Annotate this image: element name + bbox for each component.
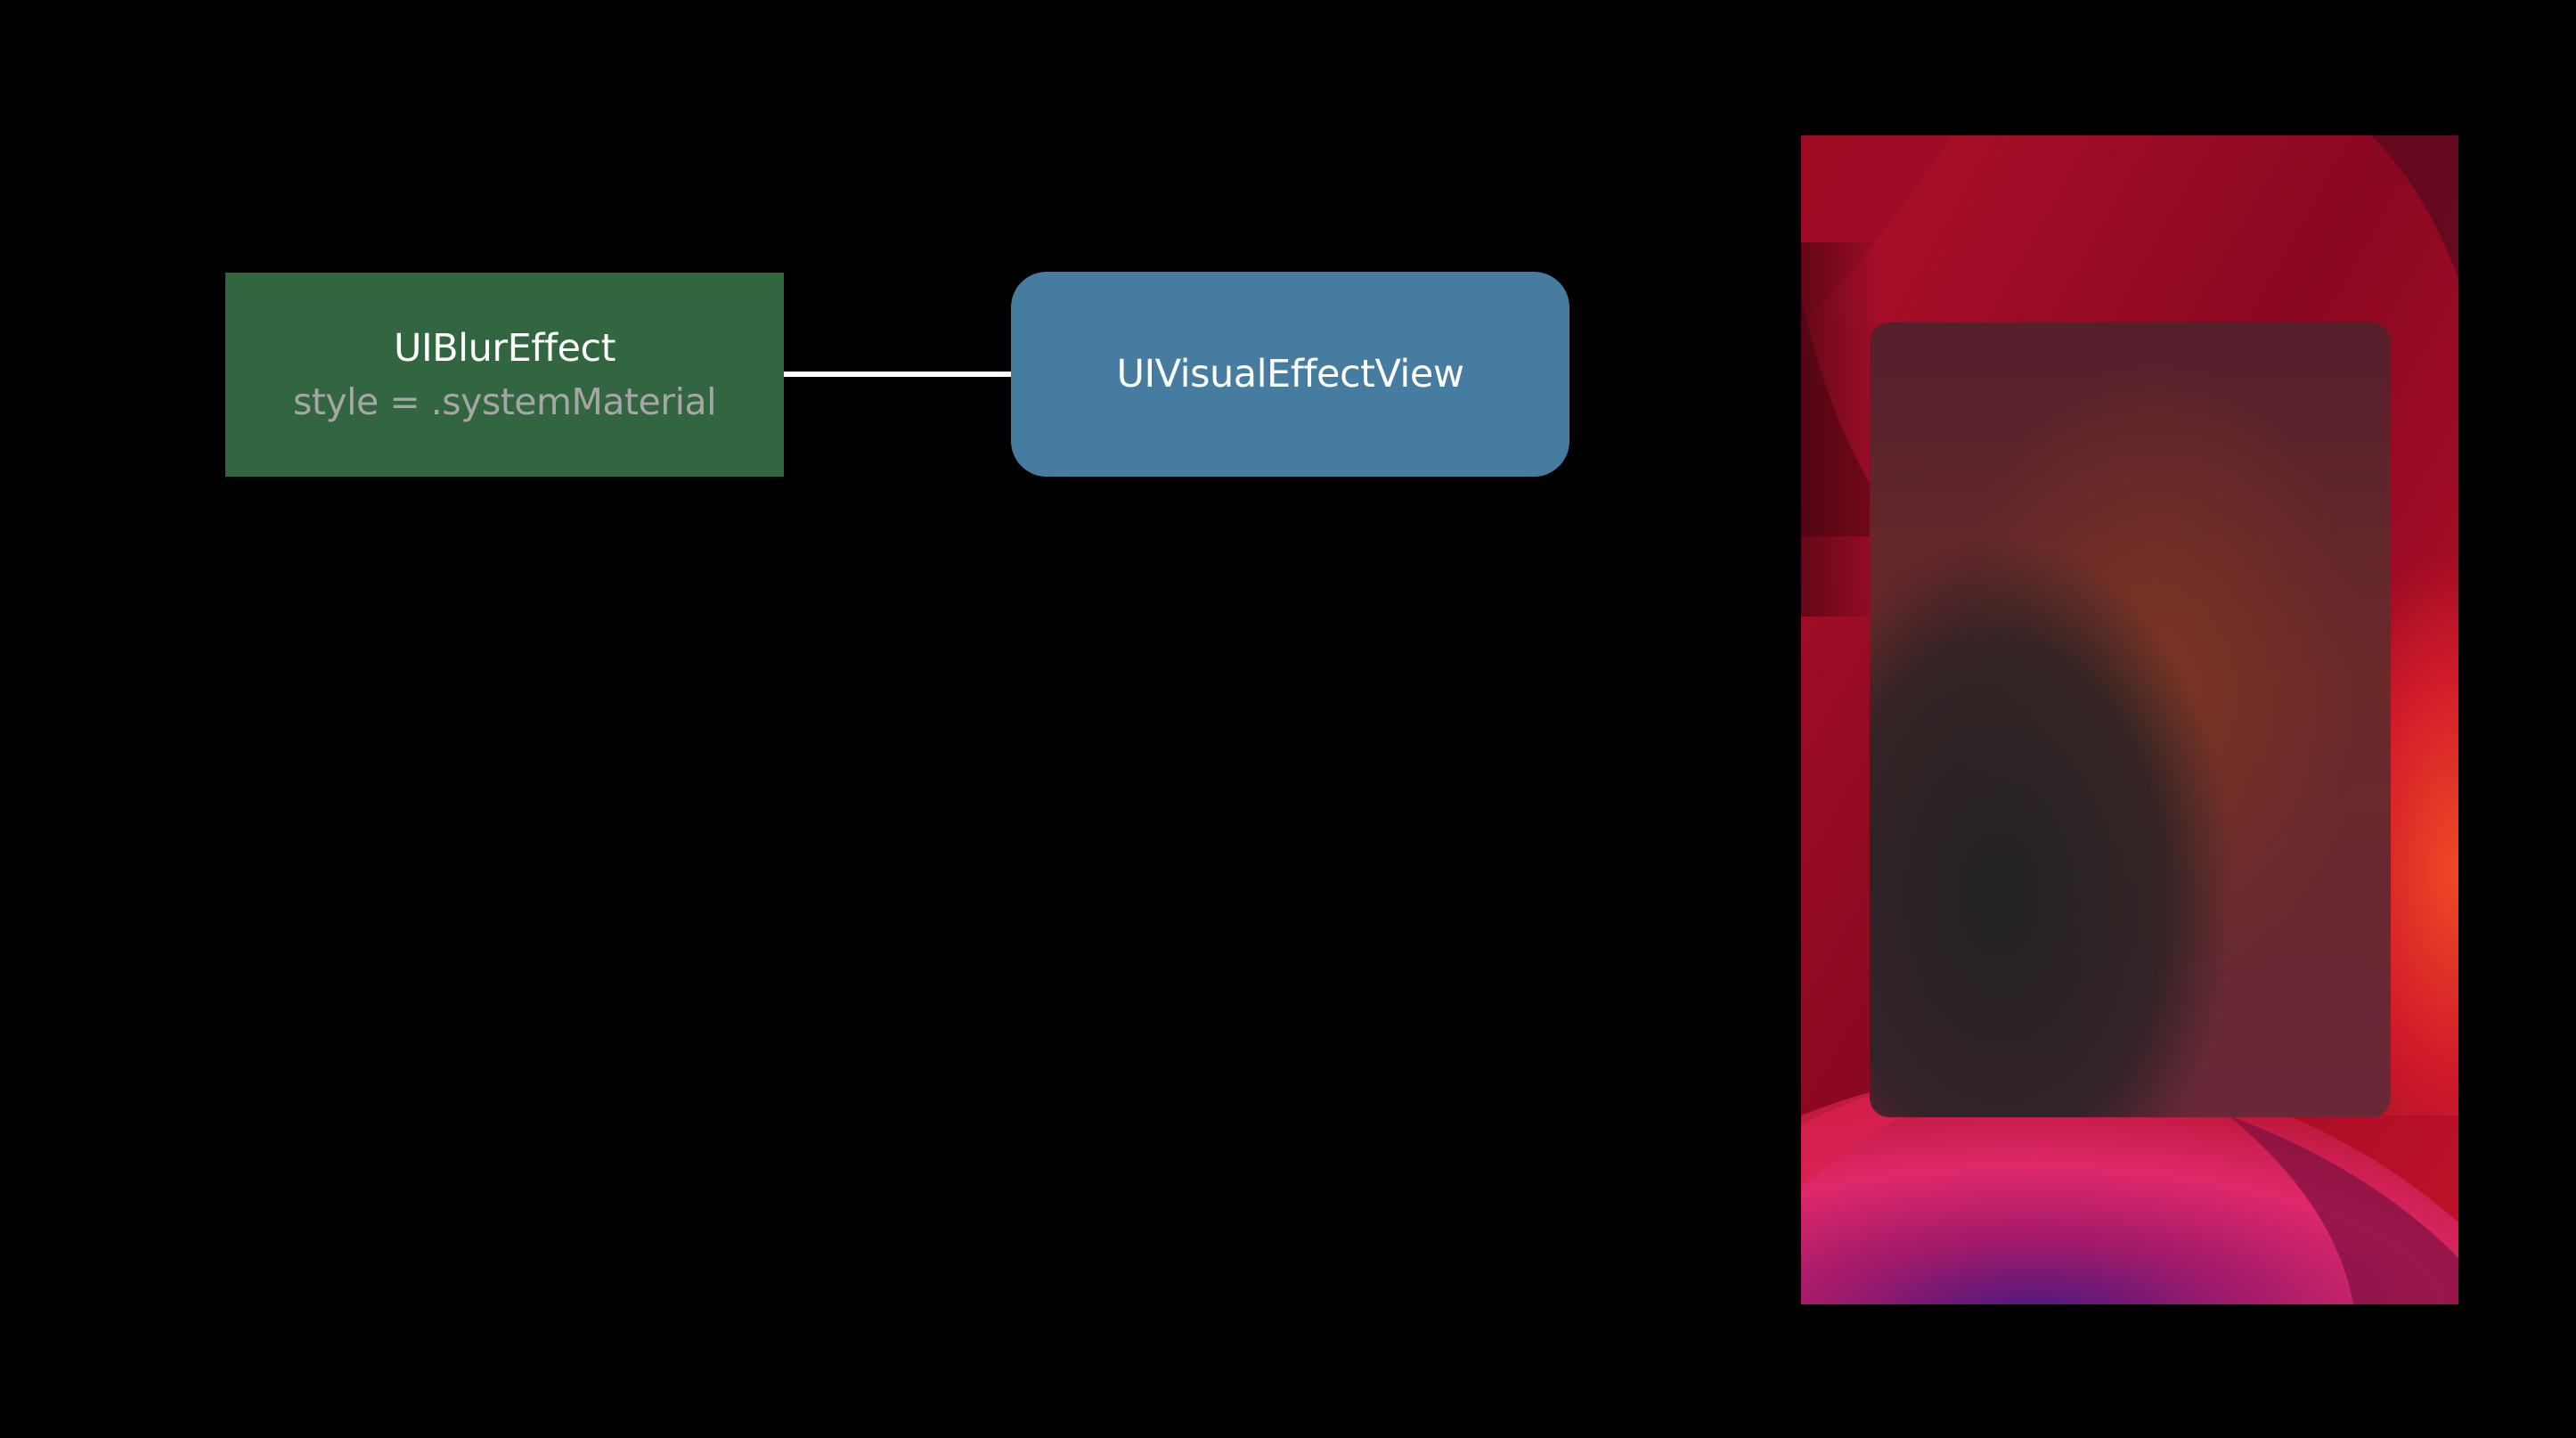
- visual-effect-view-node: UIVisualEffectView: [1011, 272, 1569, 477]
- wallpaper-image: [1801, 135, 2458, 1304]
- blur-effect-title: UIBlurEffect: [394, 325, 615, 371]
- material-panel: [1870, 323, 2391, 1117]
- visual-effect-view-title: UIVisualEffectView: [1116, 352, 1464, 396]
- connector-line: [784, 372, 1011, 377]
- blur-effect-node: UIBlurEffect style = .systemMaterial: [225, 273, 784, 477]
- preview-screen: [1801, 135, 2458, 1304]
- blur-effect-style-label: style = .systemMaterial: [292, 380, 717, 423]
